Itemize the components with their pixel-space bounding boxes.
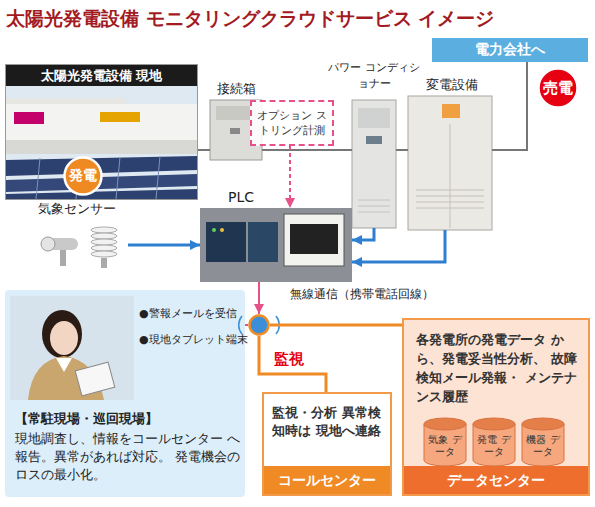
- connector-line: [289, 146, 291, 208]
- connector-line: [492, 62, 527, 150]
- node-text: PLC: [228, 189, 254, 205]
- substation-vents: [416, 190, 484, 208]
- cylinder-top: [473, 418, 515, 430]
- edge-label: 無線通信（携帯電話回線）: [290, 286, 434, 303]
- building-lower-wall: [6, 140, 197, 154]
- solar-panel-row: [6, 189, 197, 199]
- radiation-shield-disc: [91, 233, 117, 239]
- node-text: 接続箱: [200, 80, 272, 98]
- sell-power-circle: 売電: [537, 67, 579, 109]
- substation-photo: [408, 96, 492, 230]
- staff-hair: [42, 310, 82, 358]
- site-photo-sky: [6, 86, 197, 199]
- node-text: 電力会社へ: [475, 41, 545, 59]
- node-text: パワー コンディショナー: [324, 60, 424, 92]
- database-cylinder: 機器 データ: [522, 418, 564, 466]
- node-text: コールセンター: [264, 466, 390, 494]
- monitor-device: [284, 214, 344, 266]
- radiation-shield-disc: [91, 245, 117, 251]
- node-text: 太陽光発電設備 現地: [6, 65, 197, 87]
- node-text: オプション ストリング計測: [252, 108, 332, 138]
- radiation-shield-disc: [91, 239, 117, 245]
- connector-line: [352, 228, 374, 240]
- connector-line: [198, 149, 210, 151]
- node-text: 現地調査し、情報をコールセンター へ報告。異常があれば対応。 発電機会のロスの最…: [15, 430, 243, 484]
- power-conditioner-display: [366, 136, 382, 144]
- wind-sensor-head: [41, 237, 55, 251]
- database-cylinder: 発電 データ: [473, 418, 515, 466]
- wind-sensor-pole: [60, 250, 66, 266]
- plc-module: [248, 222, 278, 262]
- connector-line: [352, 230, 445, 262]
- building-sign: [14, 112, 44, 124]
- database-cylinder: 気象 データ: [424, 418, 466, 466]
- solar-panel-grid: [36, 156, 160, 199]
- power-conditioner: パワー コンディショナー: [352, 100, 396, 228]
- node-text: 発電: [69, 167, 97, 185]
- node-text: 気象センサー: [38, 200, 116, 218]
- utility-band: 電力会社へ: [432, 38, 588, 62]
- node-text: 発電 データ: [473, 426, 515, 458]
- substation-logo: [442, 104, 460, 118]
- building-wall: [6, 104, 197, 154]
- staff-photo: [10, 296, 134, 400]
- weather-sensor: 気象センサー: [38, 222, 128, 268]
- cylinder-top: [424, 418, 466, 430]
- node-text: 各発電所の発電データ から、発電妥当性分析、 故障検知メール発報・ メンテナンス…: [416, 330, 578, 406]
- circle-outline: [250, 316, 269, 335]
- antenna-node: 監視: [248, 314, 270, 336]
- node-text: 監視: [274, 350, 304, 369]
- node-text: 売電: [543, 79, 573, 98]
- node-outline: [248, 314, 270, 336]
- radiation-shield-pole: [101, 258, 107, 268]
- call-center-box: 監視・分析 異常検知時は 現地へ連絡コールセンター: [262, 392, 392, 496]
- substation-door-seam: [450, 124, 451, 228]
- node-text: 機器 データ: [522, 426, 564, 458]
- diagram-title: 太陽光発電設備 モニタリングクラウドサービス イメージ: [6, 6, 494, 32]
- circle-outline: [539, 69, 578, 108]
- node-text: ●警報メールを受信: [139, 306, 237, 321]
- plc: PLC: [200, 208, 352, 282]
- tablet: [75, 362, 115, 396]
- connector-line: [396, 149, 408, 151]
- data-center-box: 各発電所の発電データ から、発電妥当性分析、 故障検知メール発報・ メンテナンス…: [402, 318, 590, 496]
- substation: 変電設備: [408, 96, 492, 230]
- building-sign: [100, 112, 140, 122]
- power-conditioner-photo: [352, 100, 396, 228]
- plc-led: [220, 228, 224, 232]
- connector-line: [258, 282, 260, 314]
- connector-line: [128, 244, 200, 247]
- power-conditioner-panel: [358, 108, 390, 128]
- node-text: 気象 データ: [424, 426, 466, 458]
- circle-outline: [65, 158, 102, 195]
- junction-box-handle: [230, 128, 240, 134]
- staff-collar: [56, 358, 72, 372]
- connector-line: [245, 324, 248, 326]
- node-text: 【常駐現場・巡回現場】: [15, 410, 158, 428]
- connector-line: [270, 324, 402, 327]
- node-text: 監視・分析 異常検知時は 現地へ連絡: [272, 404, 384, 440]
- node-text: 変電設備: [426, 76, 478, 94]
- cylinder-top: [522, 418, 564, 430]
- connector-line: [262, 149, 352, 151]
- monitor-device-screen: [290, 224, 338, 254]
- plc-led: [212, 228, 216, 232]
- plc-module: [206, 222, 246, 262]
- option-dashed-box: オプション ストリング計測: [250, 100, 334, 146]
- node-text: データセンター: [404, 466, 588, 494]
- power-conditioner-vents: [358, 200, 390, 212]
- plc-photo: [200, 208, 352, 282]
- connector-line: [259, 336, 326, 392]
- node-text: ●現地タブレット端末: [139, 332, 248, 347]
- generation-circle: 発電: [63, 156, 103, 196]
- radiation-shield-disc: [91, 227, 117, 233]
- staff-face: [50, 321, 78, 355]
- radiation-shield-disc: [91, 251, 117, 257]
